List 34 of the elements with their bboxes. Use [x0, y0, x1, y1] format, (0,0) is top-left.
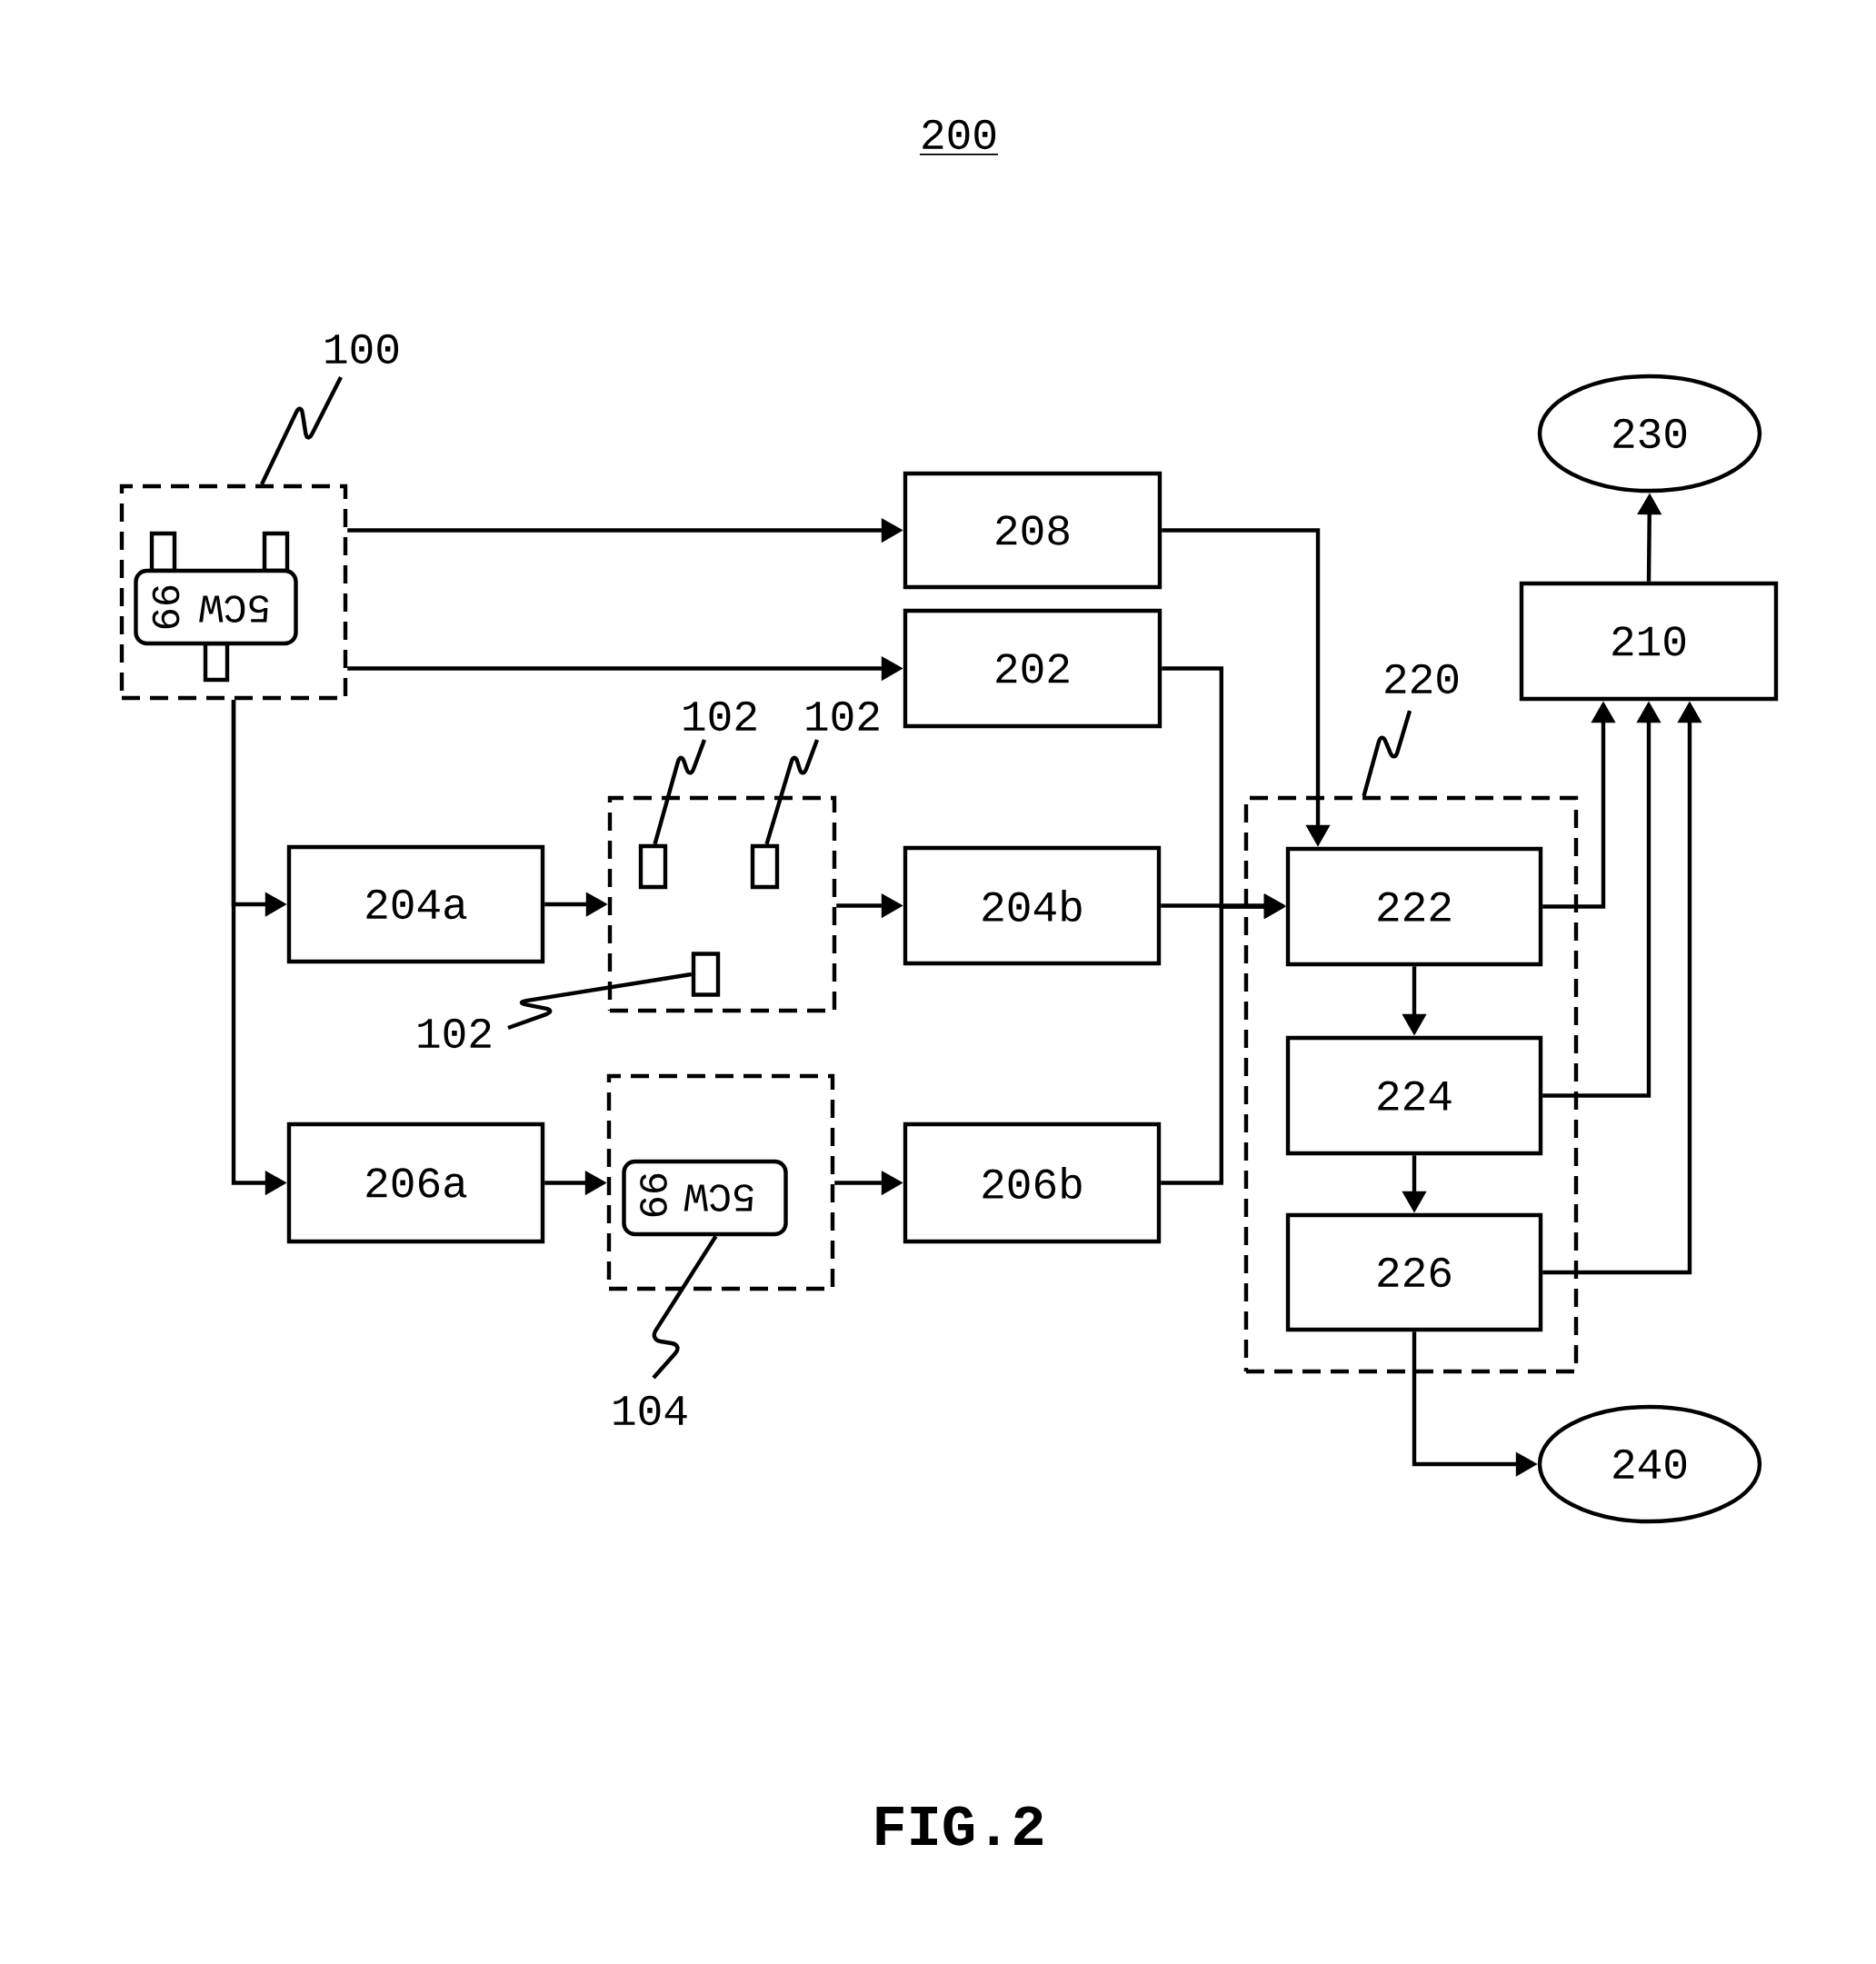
chip-marking: 99 [640, 1173, 667, 1217]
process-box: 202 [903, 608, 1163, 729]
process-box: 208 [903, 471, 1163, 590]
small-rectangle [691, 952, 721, 997]
callout-number: 102 [806, 701, 879, 732]
callout-number: 100 [325, 334, 399, 364]
small-rectangle [638, 843, 668, 890]
process-box: 224 [1285, 1035, 1543, 1156]
process-box: 222 [1285, 846, 1543, 967]
terminal-oval: 240 [1537, 1404, 1762, 1524]
process-box: 206b [903, 1122, 1162, 1244]
callout-number: 220 [1385, 663, 1459, 694]
dashed-box [606, 1073, 835, 1291]
dashed-box [1243, 795, 1579, 1374]
leader-line [652, 1235, 718, 1380]
leader-line [507, 972, 693, 1031]
small-rectangle [750, 843, 780, 890]
process-box: 204b [903, 845, 1162, 966]
leader-line [260, 376, 343, 485]
dashed-box [607, 795, 837, 1013]
leader-line [1362, 710, 1412, 797]
callout-number: 102 [418, 1018, 491, 1049]
leader-line [653, 739, 707, 845]
figure-caption: FIG.2 [876, 1806, 1043, 1846]
process-box: 206a [286, 1122, 545, 1244]
callout-number: 104 [614, 1395, 687, 1426]
title: 200 [919, 119, 999, 155]
process-box: 204a [286, 844, 545, 964]
process-box: 210 [1519, 581, 1779, 702]
process-box: 226 [1285, 1212, 1543, 1332]
terminal-oval: 230 [1537, 374, 1762, 493]
chip-marking: 5CW [684, 1184, 753, 1211]
leader-line [764, 739, 820, 845]
callout-number: 102 [684, 701, 756, 732]
